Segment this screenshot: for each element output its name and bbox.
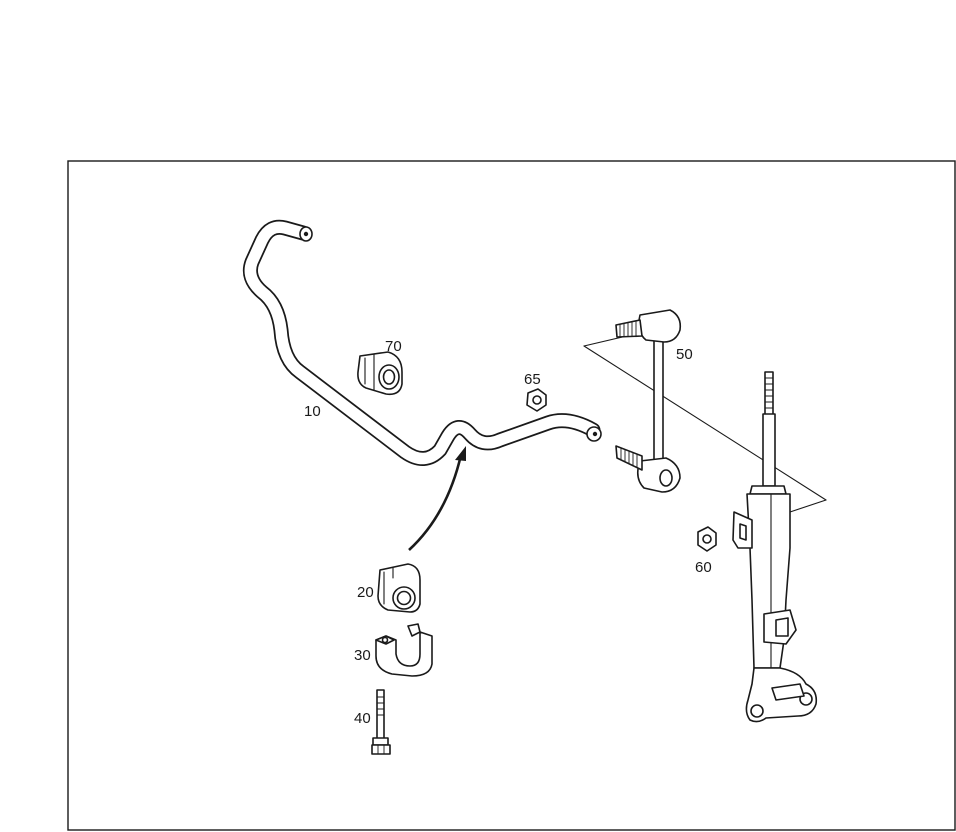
diagram-frame bbox=[67, 160, 956, 831]
nut-65[interactable] bbox=[526, 388, 547, 412]
label-part-70: 70 bbox=[385, 338, 402, 355]
label-part-65: 65 bbox=[524, 371, 541, 388]
label-part-30: 30 bbox=[354, 647, 371, 664]
rubber-bushing[interactable] bbox=[357, 351, 403, 396]
label-part-50: 50 bbox=[676, 346, 693, 363]
assembly-arrow bbox=[408, 446, 466, 551]
bolt-40[interactable] bbox=[371, 689, 391, 755]
label-part-60: 60 bbox=[695, 559, 712, 576]
label-part-20: 20 bbox=[357, 584, 374, 601]
stabilizer-bar[interactable] bbox=[242, 219, 602, 466]
nut-60[interactable] bbox=[697, 526, 717, 552]
bushing-20[interactable] bbox=[377, 563, 421, 613]
clamp-bracket-30[interactable] bbox=[375, 623, 433, 677]
stabilizer-link[interactable] bbox=[583, 309, 827, 513]
label-part-10: 10 bbox=[304, 403, 321, 420]
shock-strut[interactable] bbox=[732, 371, 818, 723]
label-part-40: 40 bbox=[354, 710, 371, 727]
